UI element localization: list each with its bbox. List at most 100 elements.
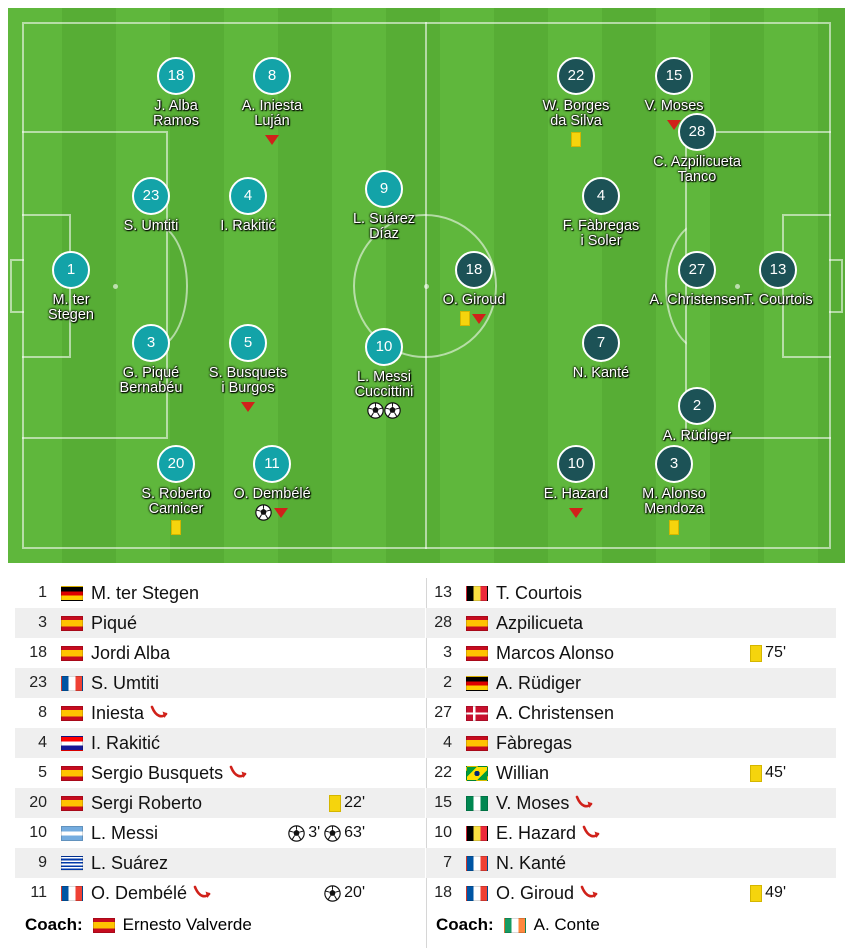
player-name[interactable]: M. ter Stegen	[91, 582, 200, 603]
player-name[interactable]: V. Moses	[496, 792, 570, 813]
player-name[interactable]: Sergi Roberto	[91, 792, 203, 813]
shirt-number-disc: 3	[655, 445, 693, 483]
name-line-2: Carnicer	[148, 501, 204, 517]
goal-ball-icon	[288, 824, 305, 842]
player-name[interactable]: Sergio Busquets	[91, 762, 224, 783]
player-events: 45'	[750, 764, 786, 782]
player-pitch-name: V. Moses	[609, 99, 739, 114]
name-line-2: Ramos	[153, 113, 199, 129]
player-name[interactable]: I. Rakitić	[91, 732, 161, 753]
name-line-2: Stegen	[48, 307, 94, 323]
away-coach-name[interactable]: A. Conte	[533, 915, 600, 934]
goal-ball-icon	[324, 884, 341, 902]
player-name[interactable]: Fàbregas	[496, 732, 573, 753]
name-line-1: E. Hazard	[543, 486, 609, 502]
player-name[interactable]: S. Umtiti	[91, 672, 160, 693]
home-lineup-row[interactable]: 1 M. ter Stegen	[15, 578, 425, 608]
player-name[interactable]: A. Rüdiger	[496, 672, 582, 693]
shirt-number-disc: 2	[678, 387, 716, 425]
player-name[interactable]: N. Kanté	[496, 852, 567, 873]
column-divider	[426, 578, 427, 948]
name-line-2: Mendoza	[644, 501, 704, 517]
nationality-flag-icon	[466, 885, 488, 901]
home-coach-name[interactable]: Ernesto Valverde	[122, 915, 252, 934]
nationality-flag-icon	[466, 795, 488, 811]
player-name[interactable]: Jordi Alba	[91, 642, 171, 663]
player-name[interactable]: A. Christensen	[496, 702, 615, 723]
name-line-1: N. Kanté	[572, 365, 630, 381]
player-name[interactable]: E. Hazard	[496, 822, 577, 843]
event-minute: 49'	[765, 884, 786, 901]
player-name[interactable]: L. Messi	[91, 822, 159, 843]
player-name[interactable]: Piqué	[91, 612, 138, 633]
player-name[interactable]: Marcos Alonso	[496, 642, 615, 663]
home-lineup-row[interactable]: 3 Piqué	[15, 608, 425, 638]
shirt-number-disc: 7	[582, 324, 620, 362]
player-name[interactable]: Iniesta	[91, 702, 145, 723]
away-player-marker[interactable]: 7 N. Kanté	[536, 324, 666, 401]
player-name[interactable]: L. Suárez	[91, 852, 169, 873]
player-pitch-name: S. Umtiti	[86, 219, 216, 234]
name-line-1: O. Dembélé	[233, 486, 311, 502]
player-name[interactable]: Willian	[496, 762, 550, 783]
shirt-number: 3	[38, 614, 47, 631]
shirt-number-disc: 10	[365, 328, 403, 366]
name-line-1: F. Fàbregas	[562, 218, 640, 234]
player-name[interactable]: O. Dembélé	[91, 882, 188, 903]
substitution-arrow-icon	[241, 401, 255, 412]
player-events: 20'	[324, 884, 365, 902]
player-name[interactable]: T. Courtois	[496, 582, 583, 603]
nationality-flag-icon	[61, 825, 83, 841]
substitution-arrow-icon	[273, 507, 288, 518]
substitution-arrow-icon	[580, 885, 600, 901]
player-name[interactable]: Azpilicueta	[496, 612, 584, 633]
shirt-number: 1	[38, 584, 47, 601]
player-name[interactable]: O. Giroud	[496, 882, 575, 903]
